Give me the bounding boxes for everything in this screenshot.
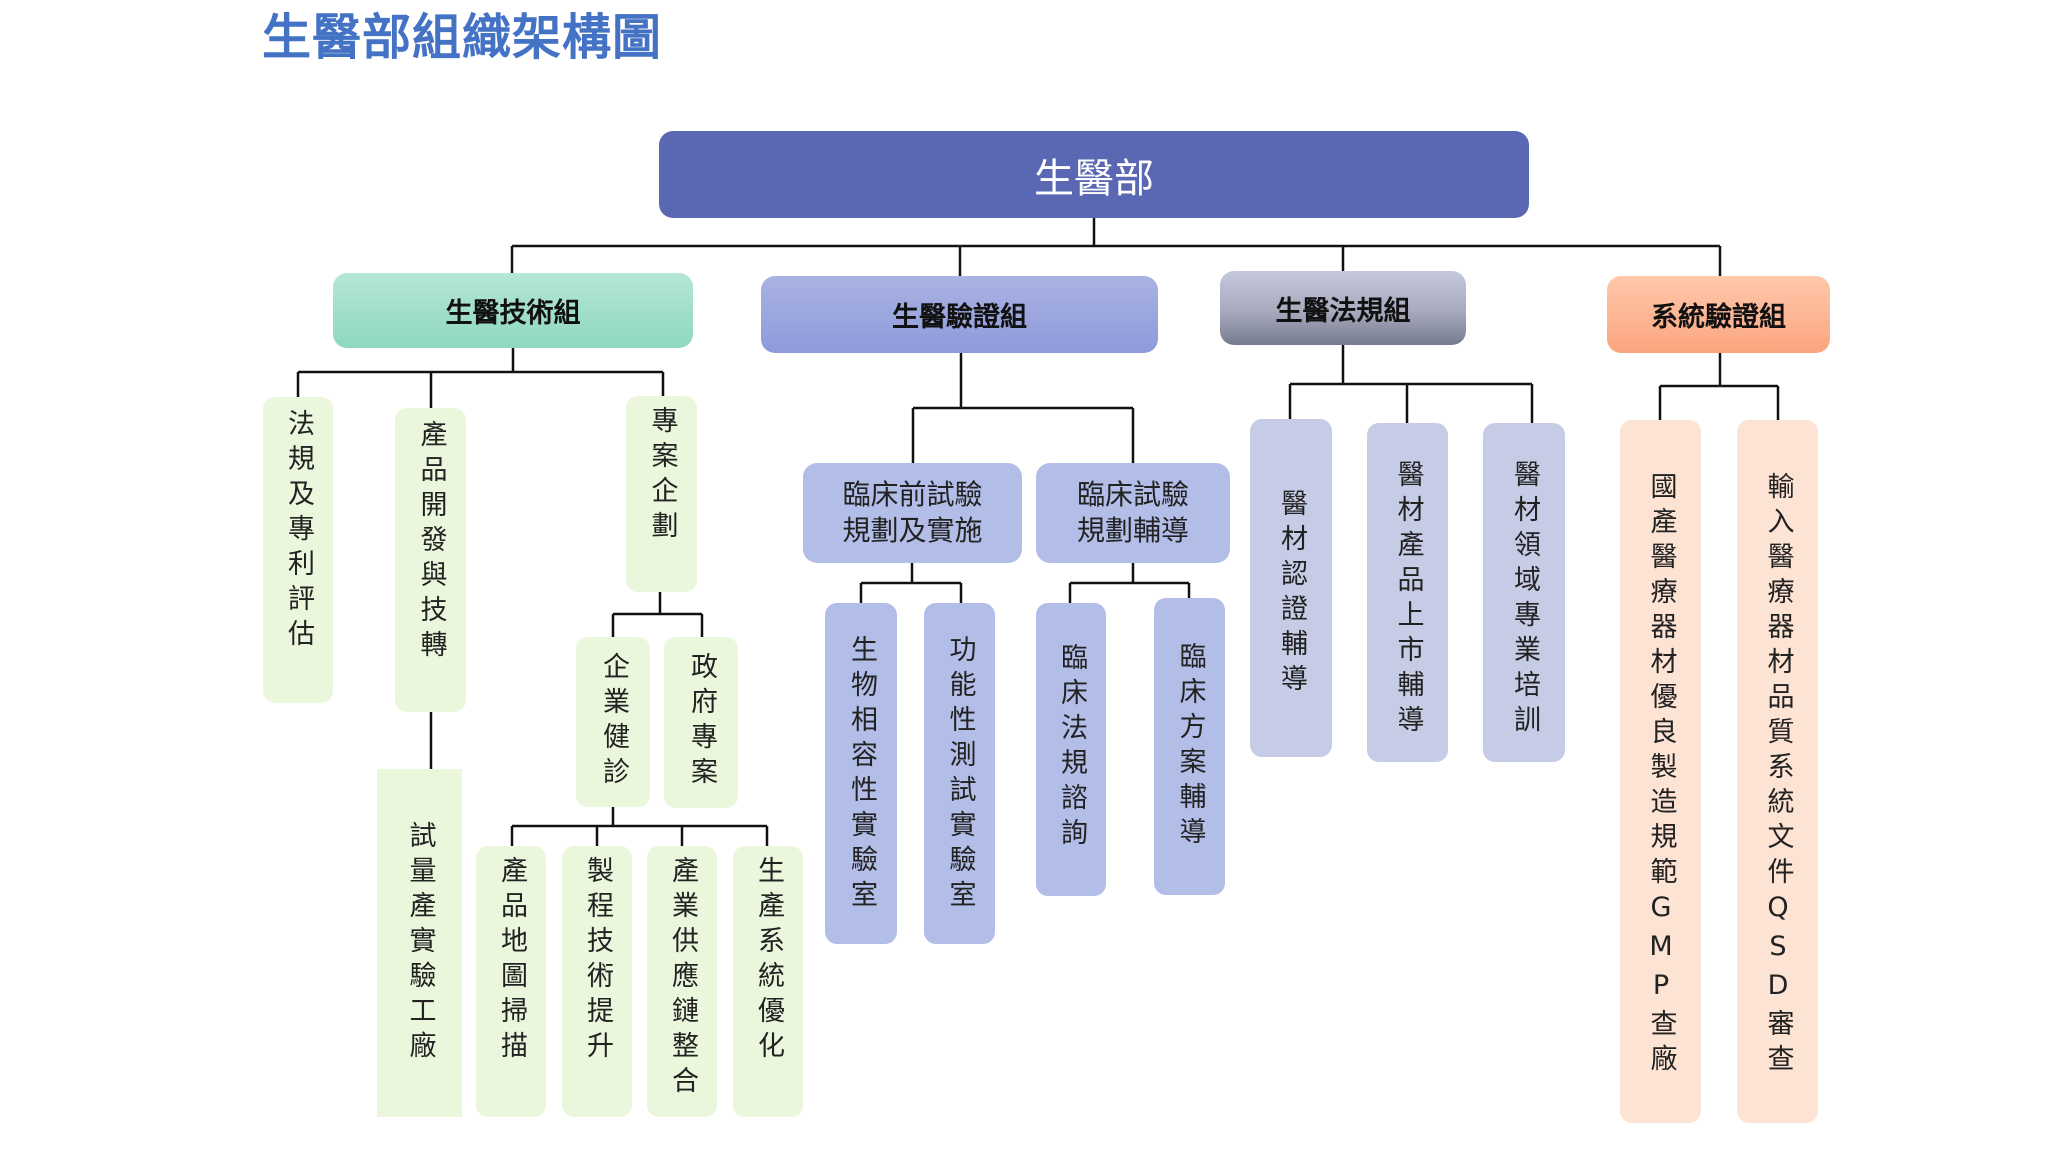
unit-label: 製程技術提升 xyxy=(582,856,613,1066)
unit-label-line2: 規劃輔導 xyxy=(1076,514,1189,547)
unit-label: 產業供應鏈整合 xyxy=(667,856,698,1101)
connector-validation xyxy=(911,353,1135,463)
unit-market-launch-guidance: 醫材產品上市輔導 xyxy=(1367,423,1448,762)
unit-clinical-regulation: 臨床法規諮詢 xyxy=(1036,603,1106,896)
unit-label: 臨床法規諮詢 xyxy=(1056,643,1087,853)
connector-clinical xyxy=(1068,563,1191,603)
unit-process-tech: 製程技術提升 xyxy=(562,846,632,1117)
unit-label: 醫材認證輔導 xyxy=(1276,489,1307,699)
unit-clinical-planning: 臨床試驗 規劃輔導 xyxy=(1036,463,1230,563)
connector-root xyxy=(510,218,1722,276)
unit-label: 醫材產品上市輔導 xyxy=(1392,460,1424,740)
unit-supply-chain: 產業供應鏈整合 xyxy=(647,846,717,1117)
unit-label: 臨床方案輔導 xyxy=(1174,642,1206,852)
unit-label: 產品地圖掃描 xyxy=(496,856,527,1066)
unit-qsd-review: 輸入醫療器材品質系統文件QSD審查 xyxy=(1737,420,1818,1123)
group-biomedical-tech: 生醫技術組 xyxy=(333,273,693,348)
page-title: 生醫部組織架構圖 xyxy=(262,9,663,66)
unit-certification-guidance: 醫材認證輔導 xyxy=(1250,419,1332,757)
connector-system xyxy=(1658,353,1780,420)
unit-product-map-scan: 產品地圖掃描 xyxy=(476,846,546,1117)
connector-project xyxy=(611,592,704,637)
unit-regulation-patent: 法規及專利評估 xyxy=(263,397,333,703)
unit-product-development: 產品開發與技轉 xyxy=(395,408,466,712)
unit-enterprise-diagnosis: 企業健診 xyxy=(576,637,650,807)
unit-clinical-protocol: 臨床方案輔導 xyxy=(1154,598,1225,895)
connector-tech xyxy=(296,348,665,408)
unit-label: 試量產實驗工廠 xyxy=(404,821,436,1066)
unit-label: 政府專案 xyxy=(686,652,717,792)
connector-regulatory xyxy=(1288,345,1534,423)
unit-preclinical-planning: 臨床前試驗 規劃及實施 xyxy=(803,463,1022,563)
root-label: 生醫部 xyxy=(1034,155,1154,202)
group-label: 生醫法規組 xyxy=(1275,295,1411,327)
group-biomedical-regulatory: 生醫法規組 xyxy=(1220,271,1466,345)
unit-label: 生產系統優化 xyxy=(753,856,784,1066)
unit-label: 生物相容性實驗室 xyxy=(846,635,877,915)
unit-label-line2: 規劃及實施 xyxy=(842,514,983,547)
unit-functional-test-lab: 功能性測試實驗室 xyxy=(924,603,995,944)
unit-label: 醫材領域專業培訓 xyxy=(1509,460,1540,740)
group-label: 生醫驗證組 xyxy=(892,302,1027,333)
unit-government-projects: 政府專案 xyxy=(664,637,738,808)
connector-enterprise xyxy=(510,807,769,846)
unit-label-line1: 臨床前試驗 xyxy=(842,478,983,511)
group-label: 系統驗證組 xyxy=(1651,302,1786,333)
unit-label: 功能性測試實驗室 xyxy=(944,635,976,915)
group-biomedical-validation: 生醫驗證組 xyxy=(761,276,1158,353)
unit-label: 法規及專利評估 xyxy=(283,409,314,654)
unit-label-line1: 臨床試驗 xyxy=(1076,478,1189,511)
group-system-validation: 系統驗證組 xyxy=(1607,276,1830,353)
unit-label: 企業健診 xyxy=(598,652,629,792)
connector-preclinical xyxy=(859,563,963,603)
unit-biocompatibility-lab: 生物相容性實驗室 xyxy=(825,603,897,944)
unit-label: 輸入醫療器材品質系統文件QSD審查 xyxy=(1762,472,1794,1079)
unit-label: 國產醫療器材優良製造規範GMP查廠 xyxy=(1645,472,1677,1079)
unit-gmp-inspection: 國產醫療器材優良製造規範GMP查廠 xyxy=(1620,420,1701,1123)
group-label: 生醫技術組 xyxy=(445,298,581,329)
root-node-biomedical-dept: 生醫部 xyxy=(659,131,1529,218)
unit-pilot-plant: 試量產實驗工廠 xyxy=(377,769,462,1117)
unit-professional-training: 醫材領域專業培訓 xyxy=(1483,423,1565,762)
unit-project-planning: 專案企劃 xyxy=(626,396,697,592)
unit-label: 專案企劃 xyxy=(646,406,678,546)
unit-label: 產品開發與技轉 xyxy=(415,420,447,665)
unit-production-optimization: 生產系統優化 xyxy=(733,846,803,1117)
